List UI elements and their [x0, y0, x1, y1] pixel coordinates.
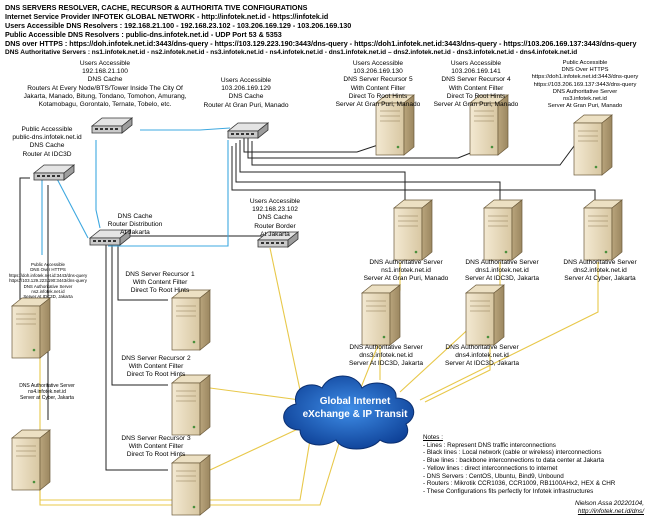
- router-distribution-icon: [88, 229, 132, 246]
- router-idc3d-icon: [32, 164, 76, 181]
- label-ns4: DNS Authoritative Server ns4.infotek.net…: [19, 383, 75, 401]
- link-manado-dns2: [231, 146, 596, 205]
- link-distribution-recursor2: [111, 242, 168, 386]
- link-recursor2-cloud: [209, 387, 301, 401]
- label-ns1: DNS Authoritative Server ns1.infotek.net…: [363, 259, 449, 283]
- header-resolvers: Users Accessible DNS Resolvers : 192.168…: [5, 21, 352, 30]
- label-doh-ns2: Public Accessible DNS Over HTTPS https:/…: [8, 262, 88, 300]
- server-dns4-icon: [465, 284, 505, 346]
- router-border-icon: [256, 231, 300, 248]
- header-isp: Internet Service Provider INFOTEK GLOBAL…: [5, 12, 329, 21]
- label-router-border: Users Accessible 192.168.23.102 DNS Cach…: [249, 198, 301, 238]
- link-dns2-cloud: [419, 262, 599, 401]
- link-recursor3-cloud: [209, 427, 301, 471]
- notes-item: - These Configurations fits perfectly fo…: [423, 487, 594, 495]
- router-cities-icon: [90, 117, 134, 134]
- label-dns2: DNS Authoritative Server dns2.infotek.ne…: [563, 259, 637, 283]
- label-recursor3: DNS Server Recursor 3 With Content Filte…: [121, 435, 191, 459]
- server-dns2-icon: [583, 199, 623, 261]
- label-recursor4: Users Accessible 103.206.169.141 DNS Ser…: [433, 60, 519, 109]
- server-recursor5-icon: [375, 94, 415, 156]
- label-router-distribution: DNS Cache Router Distribution At Jakarta: [107, 213, 163, 237]
- label-router-manado: Users Accessible 103.206.169.129 DNS Cac…: [203, 77, 289, 109]
- server-recursor2-icon: [171, 374, 211, 436]
- label-recursor1: DNS Server Recursor 1 With Content Filte…: [125, 271, 195, 295]
- label-dns4: DNS Authoritative Server dns4.infotek.ne…: [444, 344, 520, 368]
- label-router-idc3d: Public Accessible public-dns.infotek.net…: [12, 126, 82, 158]
- server-ns1-icon: [393, 199, 433, 261]
- label-recursor2: DNS Server Recursor 2 With Content Filte…: [121, 355, 191, 379]
- link-manado-recursor4: [247, 138, 479, 159]
- server-recursor3-icon: [171, 454, 211, 516]
- link-distribution-recursor3: [105, 244, 168, 471]
- label-dns3: DNS Authoritative Server dns3.infotek.ne…: [348, 344, 424, 368]
- header-title: DNS SERVERS RESOLVER, CACHE, RECURSOR & …: [5, 3, 308, 12]
- label-recursor5: Users Accessible 103.206.169.130 DNS Ser…: [335, 60, 421, 109]
- label-router-cities: Users Accessible 192.168.21.100 DNS Cach…: [23, 60, 187, 109]
- notes-item: - DNS Servers : CentOS, Ubuntu, Bind9, U…: [423, 472, 564, 480]
- server-ns3-icon: [573, 114, 613, 176]
- header-doh: DNS over HTTPS : https://doh.infotek.net…: [5, 39, 637, 48]
- cloud-label-line1: Global Internet: [319, 396, 391, 407]
- link-manado-ns1: [239, 140, 406, 200]
- router-manado-icon: [226, 122, 270, 139]
- link-dns4-cloud: [424, 346, 491, 403]
- signature-link[interactable]: http://infotek.net.id/dns/: [577, 508, 644, 515]
- notes-item: - Blue lines : backbone interconnections…: [423, 457, 604, 465]
- link-manado-dns1: [235, 143, 501, 202]
- notes-panel: Notes : - Lines : Represent DNS traffic …: [423, 434, 615, 496]
- server-recursor4-icon: [469, 94, 509, 156]
- link-border-cloud: [269, 247, 301, 391]
- server-dns1-icon: [483, 199, 523, 261]
- link-idc3d-recursor: [19, 177, 30, 345]
- link-idc3d-distribution: [54, 174, 89, 239]
- notes-item: - Black lines : Local network (cable or …: [423, 449, 602, 457]
- link-distribution-recursor1: [117, 240, 168, 301]
- server-recursor1-icon: [171, 289, 211, 351]
- link-manado-ns3: [251, 137, 581, 166]
- internet-cloud-icon: [283, 375, 415, 450]
- link-manado-recursor5: [243, 135, 379, 153]
- cloud-label: Global Internet eXchange & IP Transit: [290, 395, 420, 421]
- signature-name: Nielson Assa 20220104,: [574, 500, 644, 507]
- notes-item: - Routers : Mikrotik CCR1036, CCR1009, R…: [423, 480, 616, 488]
- label-doh-ns3: Public Accessible DNS Over HTTPS https:/…: [531, 60, 639, 110]
- server-ns4-icon: [11, 429, 51, 491]
- notes-item: - Yellow lines : direct interconnections…: [423, 464, 558, 472]
- link-manado-distribution: [108, 140, 229, 247]
- label-dns1: DNS Authoritative Server dns1.infotek.ne…: [464, 259, 540, 283]
- notes-item: - Lines : Represent DNS traffic intercon…: [423, 441, 556, 449]
- signature: Nielson Assa 20220104, http://infotek.ne…: [575, 500, 644, 516]
- cloud-label-line2: eXchange & IP Transit: [302, 409, 408, 420]
- link-cities-manado: [140, 127, 231, 131]
- header-public-resolvers: Public Accessible DNS Resolvers : public…: [5, 30, 282, 39]
- header-authoritative: DNS Authoritative Servers : ns1.infotek.…: [5, 49, 578, 56]
- link-cities-distribution: [95, 140, 101, 229]
- server-dns3-icon: [361, 284, 401, 346]
- server-ns2-icon: [11, 297, 51, 359]
- notes-title: Notes :: [423, 434, 443, 441]
